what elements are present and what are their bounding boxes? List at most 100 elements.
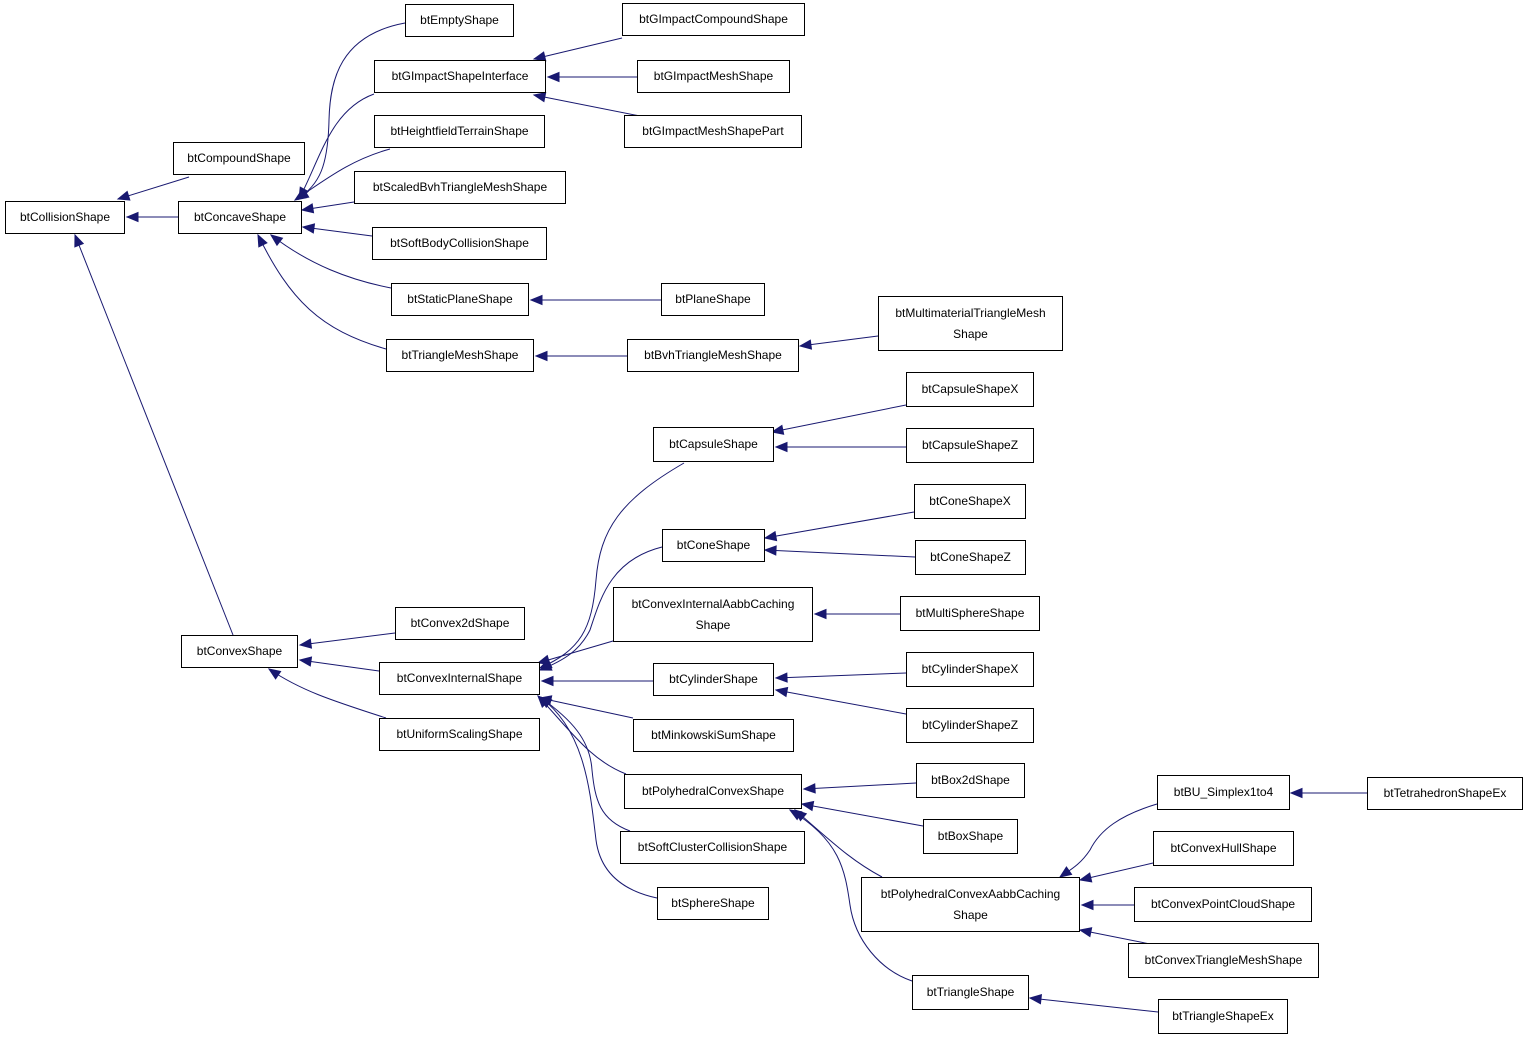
node-btPolyhedralConvexShape[interactable]: btPolyhedralConvexShape [624,774,802,809]
arrowhead-btPolyhedralConvexShape [802,783,816,794]
node-btCylinderShapeZ[interactable]: btCylinderShapeZ [906,708,1034,743]
node-label: btTriangleShape [926,985,1015,999]
arrowhead-btBU_Simplex1to4 [1289,787,1303,799]
edge-btTriangleShape-to-btPolyhedralConvexShape [789,809,913,982]
edge-btConeShapeX-to-btConeShape [764,511,915,539]
edge-btCapsuleShapeX-to-btCapsuleShape [771,404,907,433]
node-btMinkowskiSumShape[interactable]: btMinkowskiSumShape [633,719,794,752]
edge-btEmptyShape-to-btConcaveShape [296,22,406,200]
node-btMultiSphereShape[interactable]: btMultiSphereShape [900,596,1040,631]
node-btConvexInternalAabbCachingShape[interactable]: btConvexInternalAabbCaching Shape [613,587,813,642]
node-label: btCylinderShapeZ [921,718,1019,732]
arrowhead-btGImpactShapeInterface [546,71,560,83]
node-label: btConvexShape [196,644,283,658]
arrowhead-btConvexShape [298,638,313,649]
node-btConvexPointCloudShape[interactable]: btConvexPointCloudShape [1134,887,1312,922]
arrowhead-btGImpactShapeInterface [532,92,547,103]
node-btSphereShape[interactable]: btSphereShape [657,887,769,920]
edge-btGImpactCompoundShape-to-btGImpactShapeInterface [533,37,623,60]
node-label: btGImpactShapeInterface [391,69,529,83]
node-btSoftClusterCollisionShape[interactable]: btSoftClusterCollisionShape [620,831,805,864]
edge-btBox2dShape-to-btPolyhedralConvexShape [803,782,917,790]
arrowhead-btConvexShape [298,656,313,667]
edge-btSphereShape-to-btConvexInternalShape [539,696,658,899]
arrowhead-btConcaveShape [257,233,268,248]
edge-btConvexInternalAabbCachingShape-to-btConvexInternalShape [537,640,614,664]
arrowhead-btConvexInternalShape [540,675,554,687]
node-label: btTriangleMeshShape [401,348,519,362]
node-btTriangleMeshShape[interactable]: btTriangleMeshShape [386,339,534,372]
node-label: btConeShapeX [929,494,1011,508]
node-label: btConvexInternalShape [396,671,523,685]
node-btEmptyShape[interactable]: btEmptyShape [405,4,514,37]
node-btHeightfieldTerrainShape[interactable]: btHeightfieldTerrainShape [374,115,545,148]
node-btBoxShape[interactable]: btBoxShape [923,819,1018,854]
node-label: btConcaveShape [193,210,287,224]
node-btSoftBodyCollisionShape[interactable]: btSoftBodyCollisionShape [372,227,547,260]
node-label: btSphereShape [671,896,755,910]
node-btCompoundShape[interactable]: btCompoundShape [173,142,305,175]
node-btCylinderShape[interactable]: btCylinderShape [653,663,774,696]
edge-btTriangleMeshShape-to-btConcaveShape [257,234,387,350]
node-btScaledBvhTriangleMeshShape[interactable]: btScaledBvhTriangleMeshShape [354,171,566,204]
node-btConeShapeX[interactable]: btConeShapeX [914,484,1026,519]
node-btUniformScalingShape[interactable]: btUniformScalingShape [379,718,540,751]
node-btConcaveShape[interactable]: btConcaveShape [178,201,302,234]
arrowhead-btCylinderShape [774,672,788,683]
node-btBvhTriangleMeshShape[interactable]: btBvhTriangleMeshShape [627,339,799,372]
edge-btSoftClusterCollisionShape-to-btConvexInternalShape [539,696,631,832]
node-btCapsuleShape[interactable]: btCapsuleShape [653,427,774,462]
arrowhead-btCollisionShape [116,190,131,201]
node-btConvexTriangleMeshShape[interactable]: btConvexTriangleMeshShape [1128,943,1319,978]
node-btCapsuleShapeX[interactable]: btCapsuleShapeX [906,372,1034,407]
node-btTriangleShape[interactable]: btTriangleShape [912,975,1029,1010]
arrowhead-btTriangleMeshShape [534,350,548,362]
node-label: btConvexPointCloudShape [1150,897,1296,911]
node-btBox2dShape[interactable]: btBox2dShape [916,763,1025,798]
arrowhead-btConcaveShape [301,223,316,234]
node-label: btCylinderShapeX [921,662,1019,676]
node-label: btCylinderShape [669,672,758,686]
node-label: btEmptyShape [420,13,499,27]
node-btGImpactShapeInterface[interactable]: btGImpactShapeInterface [374,60,546,93]
edge-btConvexTriangleMeshShape-to-btPolyhedralConvexAabbCachingShape [1079,929,1151,945]
edge-btConvexShape-to-btCollisionShape [74,234,234,636]
arrowhead-btPolyhedralConvexAabbCachingShape [1058,866,1073,878]
arrowhead-btCollisionShape [125,211,139,223]
node-btMultimaterialTriangleMeshShape[interactable]: btMultimaterialTriangleMesh Shape [878,296,1063,351]
node-btBU_Simplex1to4[interactable]: btBU_Simplex1to4 [1157,775,1290,810]
node-label: btTriangleShapeEx [1172,1009,1274,1023]
node-label: btMinkowskiSumShape [651,728,776,742]
arrowhead-btGImpactShapeInterface [532,51,547,62]
node-label: btBvhTriangleMeshShape [644,348,782,362]
node-btPolyhedralConvexAabbCachingShape[interactable]: btPolyhedralConvexAabbCaching Shape [861,877,1080,932]
node-btCollisionShape[interactable]: btCollisionShape [5,201,125,234]
node-label: btTetrahedronShapeEx [1383,786,1507,800]
node-btPlaneShape[interactable]: btPlaneShape [661,283,765,316]
node-btConvexShape[interactable]: btConvexShape [181,635,298,668]
edge-btSoftBodyCollisionShape-to-btConcaveShape [302,226,373,237]
node-btTriangleShapeEx[interactable]: btTriangleShapeEx [1158,999,1288,1034]
edge-btTriangleShapeEx-to-btTriangleShape [1029,997,1159,1013]
node-btConvex2dShape[interactable]: btConvex2dShape [395,607,525,640]
node-btCylinderShapeX[interactable]: btCylinderShapeX [906,652,1034,687]
node-btTetrahedronShapeEx[interactable]: btTetrahedronShapeEx [1367,777,1523,810]
node-btConvexHullShape[interactable]: btConvexHullShape [1153,831,1294,866]
node-btStaticPlaneShape[interactable]: btStaticPlaneShape [391,283,529,316]
edge-btMinkowskiSumShape-to-btConvexInternalShape [539,697,634,719]
node-btConeShapeZ[interactable]: btConeShapeZ [915,540,1026,575]
node-btCapsuleShapeZ[interactable]: btCapsuleShapeZ [906,428,1034,463]
node-label: btConeShapeZ [930,550,1011,564]
node-btGImpactCompoundShape[interactable]: btGImpactCompoundShape [622,3,805,36]
arrowhead-btPolyhedralConvexAabbCachingShape [1078,872,1093,883]
node-btGImpactMeshShape[interactable]: btGImpactMeshShape [637,60,790,93]
node-label: btMultimaterialTriangleMesh Shape [895,305,1046,341]
node-label: btSoftBodyCollisionShape [390,236,529,250]
arrowhead-btConvexInternalAabbCachingShape [813,608,827,620]
node-btGImpactMeshShapePart[interactable]: btGImpactMeshShapePart [624,115,802,148]
arrowhead-btCapsuleShape [770,424,785,435]
node-btConeShape[interactable]: btConeShape [662,529,765,562]
node-btConvexInternalShape[interactable]: btConvexInternalShape [379,662,540,695]
edge-btStaticPlaneShape-to-btConcaveShape [270,234,392,289]
